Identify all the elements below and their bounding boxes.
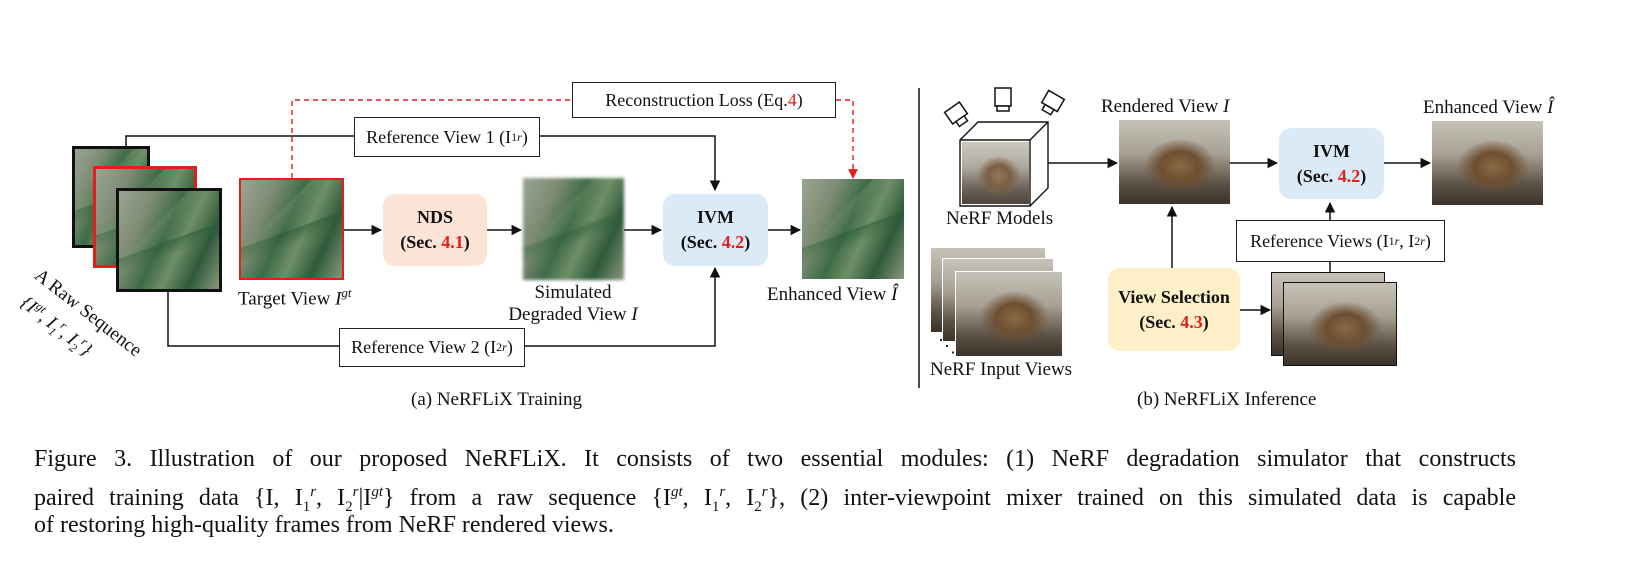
training-subcaption: (a) NeRFLiX Training — [411, 389, 582, 410]
inference-subcaption: (b) NeRFLiX Inference — [1137, 389, 1317, 410]
ivm-module-inference: IVM (Sec. 4.2) — [1279, 128, 1384, 199]
raw-sequence-frame-3 — [116, 188, 222, 292]
ivm-title: IVM — [1313, 140, 1350, 161]
view-selection-section: (Sec. 4.3) — [1139, 311, 1209, 332]
reconstruction-loss-line — [291, 99, 572, 178]
rendered-view-label: Rendered View I — [1101, 96, 1230, 117]
ivm-section: (Sec. 4.2) — [1296, 165, 1367, 186]
nds-module: NDS (Sec. 4.1) — [383, 194, 487, 266]
target-view-image — [239, 178, 344, 280]
nerf-input-views-label: NeRF Input Views — [930, 359, 1073, 380]
enhanced-view-inference-image — [1432, 121, 1543, 205]
enhanced-view-label: Enhanced View Î — [767, 284, 898, 305]
ivm-module-training: IVM (Sec. 4.2) — [663, 194, 768, 266]
reconstruction-loss-arrow — [836, 99, 858, 179]
nds-section: (Sec. 4.1) — [400, 232, 470, 252]
figure-caption-line-1: Figure 3. Illustration of our proposed N… — [34, 446, 1516, 472]
view-selection-module: View Selection (Sec. 4.3) — [1108, 268, 1240, 351]
target-view-label: Target View Igt — [238, 285, 352, 310]
ivm-title: IVM — [697, 207, 734, 227]
reconstruction-loss-box: Reconstruction Loss (Eq.4) — [572, 82, 836, 118]
figure-caption-line-2: paired training data {I, I1r, I2r|Igt} f… — [34, 484, 1516, 515]
enhanced-view-image — [802, 179, 904, 279]
simulated-degraded-label: Simulated Degraded View I — [508, 282, 638, 325]
nerf-model-image — [962, 142, 1029, 204]
ivm-section: (Sec. 4.2) — [680, 232, 751, 252]
camera-icon — [943, 87, 1066, 128]
figure-caption-line-3: of restoring high-quality frames from Ne… — [34, 512, 614, 538]
nerf-models-label: NeRF Models — [946, 208, 1054, 229]
selected-reference-view-2 — [1283, 282, 1397, 366]
input-views-ellipsis: ⋱ — [938, 336, 956, 356]
rendered-view-image — [1119, 120, 1230, 204]
nerf-input-view-3 — [955, 271, 1063, 357]
nerf-cube-icon — [959, 121, 1049, 207]
view-selection-title: View Selection — [1118, 286, 1230, 307]
simulated-degraded-image — [523, 178, 624, 280]
nds-title: NDS — [416, 207, 453, 227]
enhanced-view-inference-label: Enhanced View Î — [1423, 97, 1554, 118]
